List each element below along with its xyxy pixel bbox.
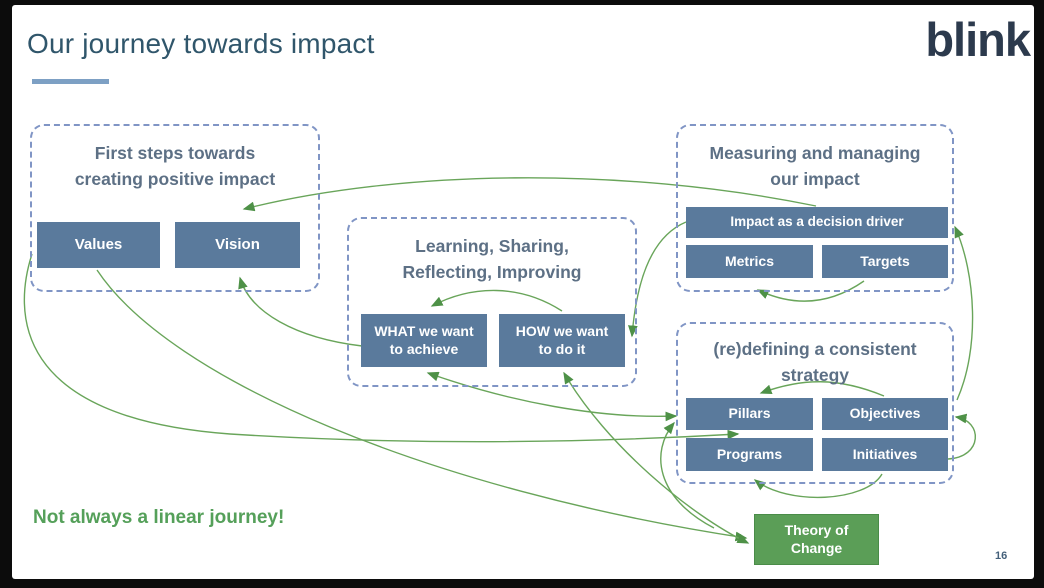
page-title: Our journey towards impact bbox=[27, 28, 375, 59]
node-metrics: Metrics bbox=[686, 245, 813, 278]
node-how-we-want-to-do-it: HOW we want to do it bbox=[499, 314, 625, 367]
node-pillars: Pillars bbox=[686, 398, 813, 430]
node-programs: Programs bbox=[686, 438, 813, 471]
node-vision: Vision bbox=[175, 222, 300, 268]
blink-logo: blink bbox=[925, 13, 1031, 66]
node-impact-as-decision-driver: Impact as a decision driver bbox=[686, 207, 948, 238]
group-redefining-strategy-title: (re)defining a consistent strategy bbox=[713, 339, 917, 385]
group-first-steps: First steps towards creating positive im… bbox=[30, 124, 320, 292]
node-theory-of-change: Theory of Change bbox=[754, 514, 879, 565]
footnote-not-linear: Not always a linear journey! bbox=[33, 507, 285, 528]
group-measuring-managing-title: Measuring and managing our impact bbox=[709, 143, 921, 189]
page-number: 16 bbox=[995, 550, 1008, 562]
group-redefining-strategy: (re)defining a consistent strategy bbox=[676, 322, 954, 484]
node-values: Values bbox=[37, 222, 160, 268]
group-learning-sharing-title: Learning, Sharing, Reflecting, Improving bbox=[402, 236, 582, 282]
title-underline bbox=[32, 79, 109, 84]
node-objectives: Objectives bbox=[822, 398, 948, 430]
node-initiatives: Initiatives bbox=[822, 438, 948, 471]
group-first-steps-title: First steps towards creating positive im… bbox=[74, 143, 276, 189]
node-targets: Targets bbox=[822, 245, 948, 278]
node-what-we-want-to-achieve: WHAT we want to achieve bbox=[361, 314, 487, 367]
